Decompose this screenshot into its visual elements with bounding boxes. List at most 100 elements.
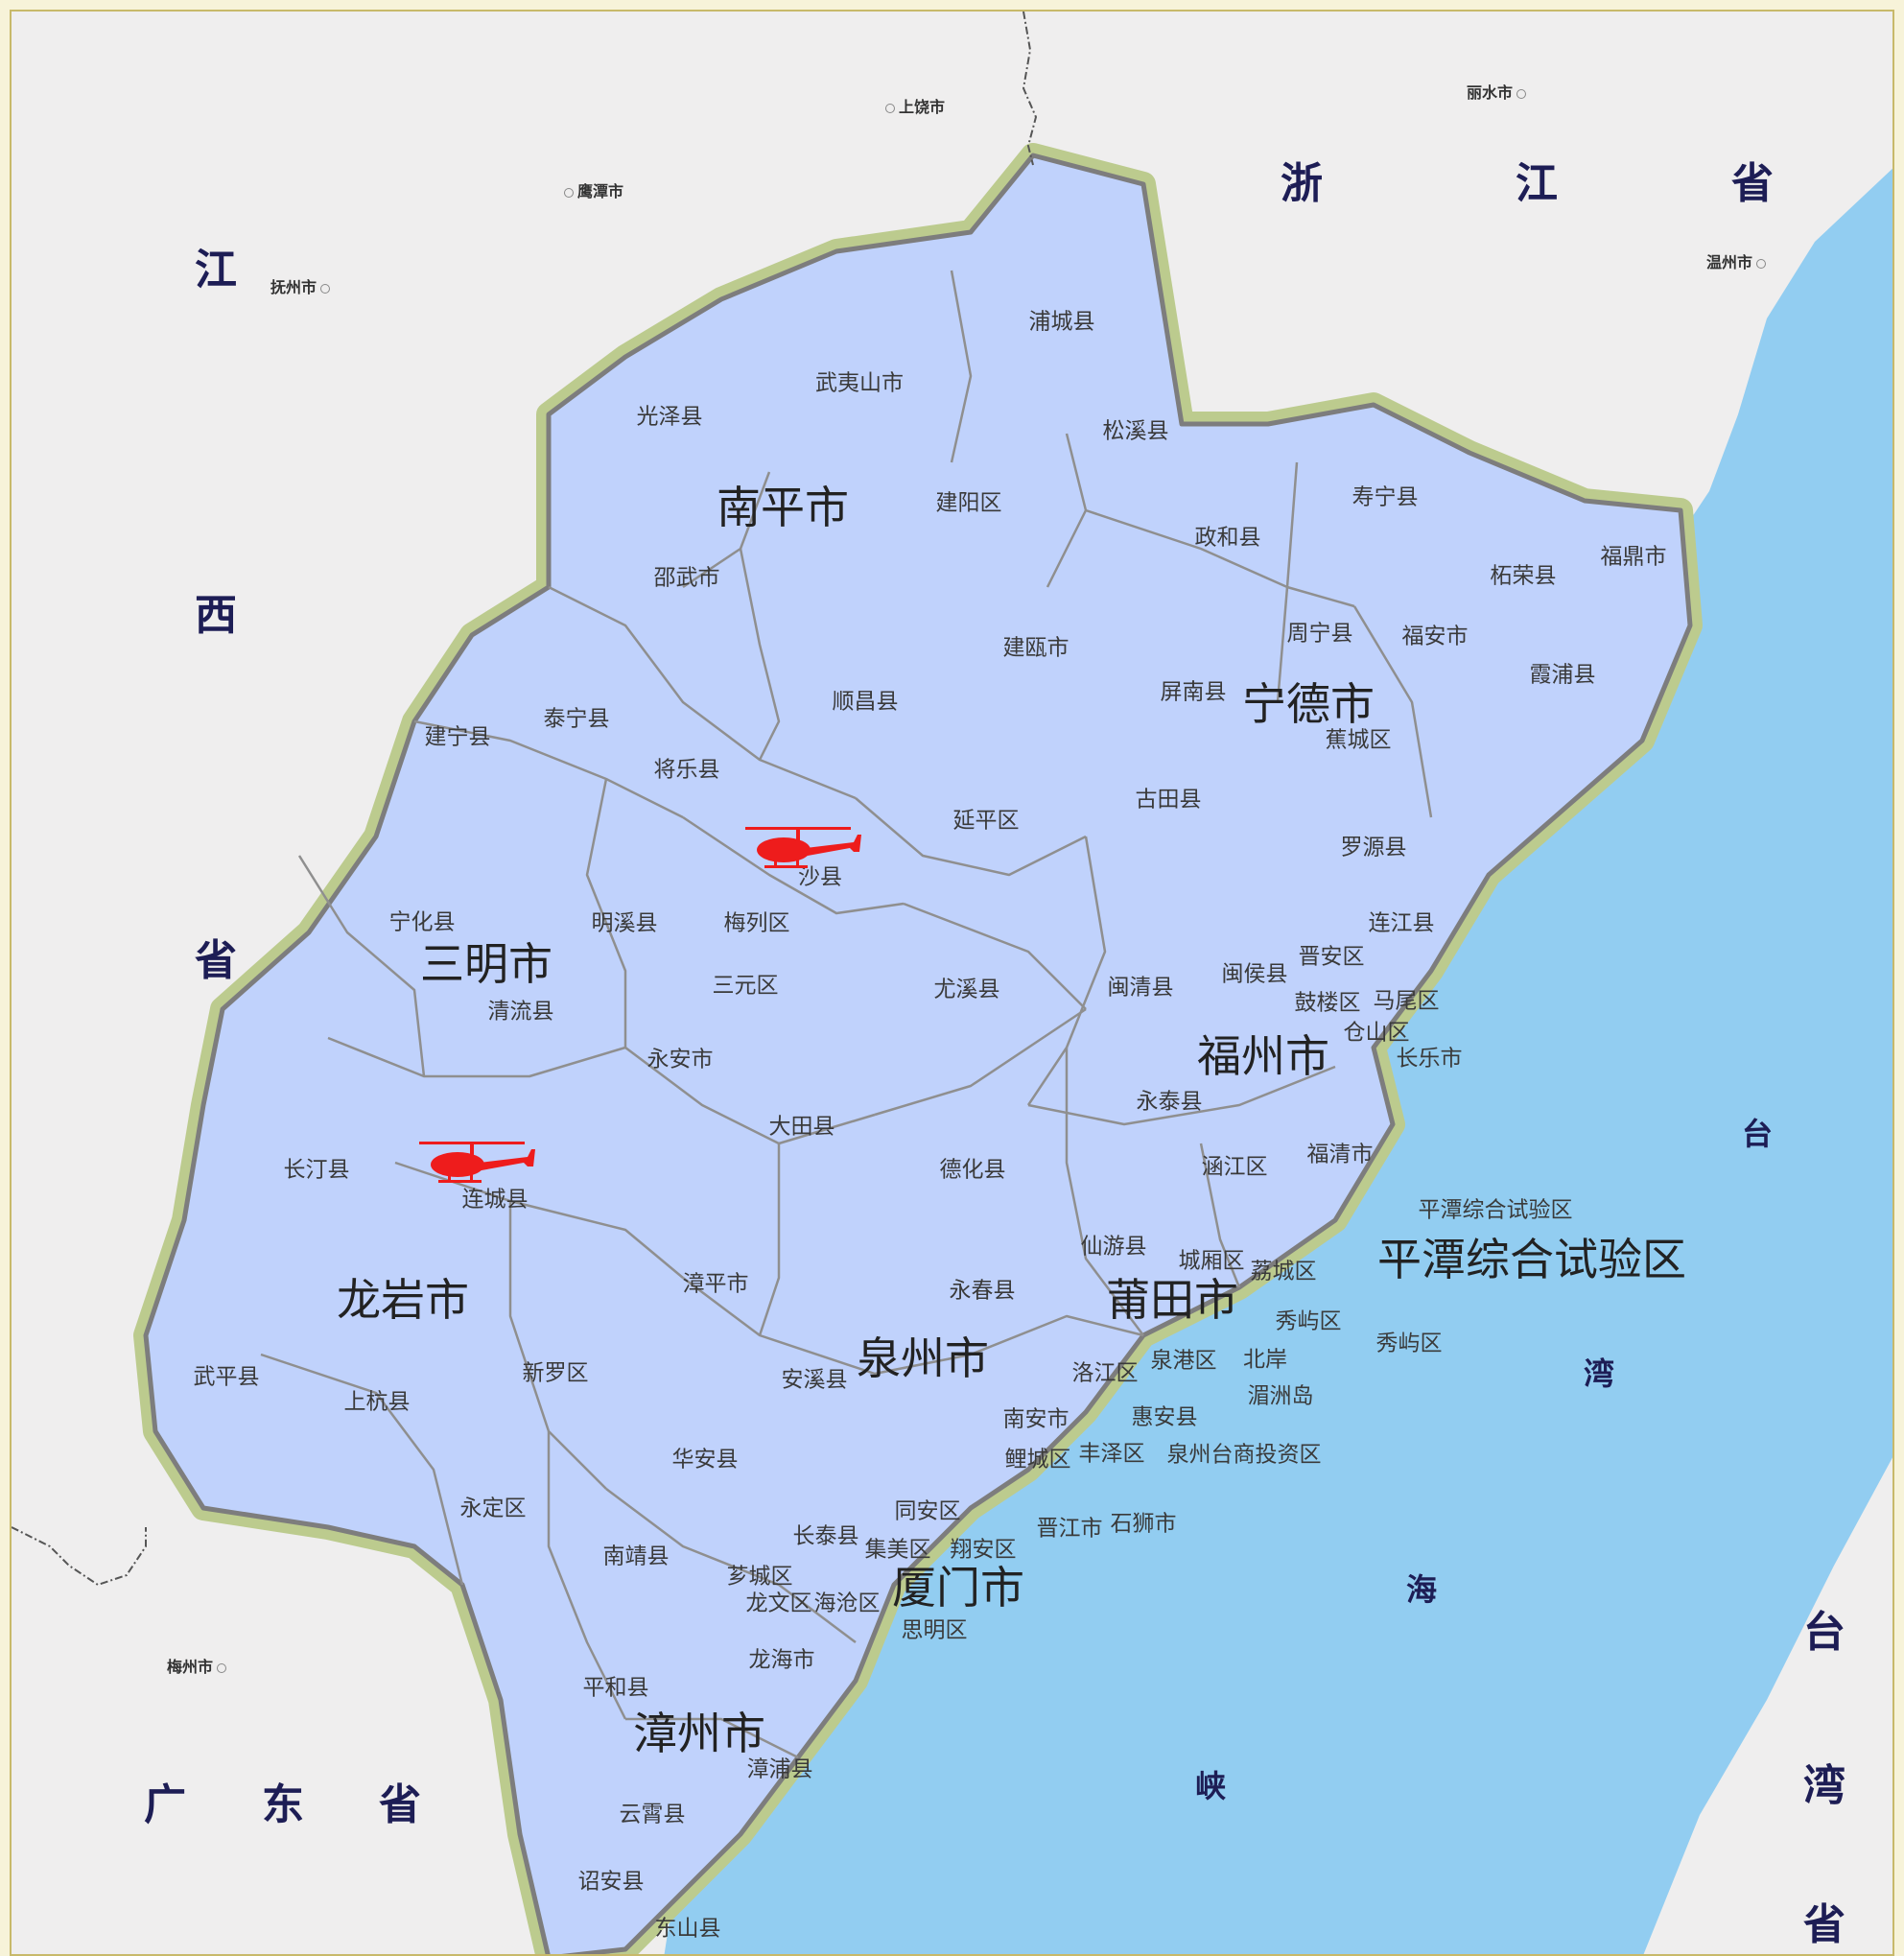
county-label[interactable]: 邵武市 <box>653 565 720 591</box>
county-label[interactable]: 翔安区 <box>950 1537 1017 1563</box>
county-label[interactable]: 洛江区 <box>1071 1360 1139 1386</box>
county-label[interactable]: 南靖县 <box>602 1544 670 1569</box>
county-label[interactable]: 永定区 <box>459 1496 527 1521</box>
county-label[interactable]: 仓山区 <box>1343 1020 1410 1046</box>
county-label[interactable]: 惠安县 <box>1131 1404 1198 1430</box>
county-label[interactable]: 宁化县 <box>388 909 456 935</box>
county-label[interactable]: 龙文区 <box>745 1591 812 1616</box>
county-label[interactable]: 新罗区 <box>522 1360 589 1386</box>
county-label[interactable]: 霞浦县 <box>1529 662 1596 688</box>
county-label[interactable]: 三元区 <box>712 973 779 999</box>
city-label[interactable]: 龙岩市 <box>337 1274 469 1326</box>
county-label[interactable]: 晋江市 <box>1036 1516 1103 1542</box>
county-label[interactable]: 丰泽区 <box>1078 1441 1145 1467</box>
county-label[interactable]: 泉州台商投资区 <box>1166 1442 1322 1468</box>
county-label[interactable]: 顺昌县 <box>832 689 899 715</box>
county-label[interactable]: 屏南县 <box>1160 679 1227 705</box>
city-label[interactable]: 莆田市 <box>1106 1274 1238 1326</box>
county-label[interactable]: 秀屿区 <box>1375 1331 1443 1356</box>
county-label[interactable]: 永春县 <box>949 1278 1016 1304</box>
county-label[interactable]: 周宁县 <box>1286 621 1353 647</box>
county-label[interactable]: 武平县 <box>193 1364 260 1390</box>
city-label[interactable]: 三明市 <box>420 938 552 990</box>
county-label[interactable]: 福鼎市 <box>1600 544 1667 570</box>
county-label[interactable]: 石狮市 <box>1110 1511 1177 1537</box>
county-label[interactable]: 闽侯县 <box>1221 961 1288 987</box>
county-label[interactable]: 平潭综合试验区 <box>1418 1197 1573 1223</box>
county-label[interactable]: 闽清县 <box>1107 975 1174 1001</box>
fujian-map[interactable] <box>12 12 1894 1956</box>
county-label[interactable]: 德化县 <box>939 1157 1006 1183</box>
county-label[interactable]: 上杭县 <box>343 1389 411 1415</box>
county-label[interactable]: 涵江区 <box>1201 1154 1268 1180</box>
county-label[interactable]: 光泽县 <box>636 404 703 430</box>
fujian-province[interactable] <box>143 153 1693 1956</box>
county-label[interactable]: 仙游县 <box>1080 1234 1147 1260</box>
county-label[interactable]: 晋安区 <box>1298 944 1365 970</box>
county-label[interactable]: 东山县 <box>654 1916 721 1942</box>
county-label[interactable]: 长汀县 <box>283 1157 350 1183</box>
county-label[interactable]: 长泰县 <box>792 1523 859 1549</box>
county-label[interactable]: 连江县 <box>1368 910 1435 936</box>
county-label[interactable]: 蕉城区 <box>1325 727 1392 753</box>
county-label[interactable]: 武夷山市 <box>815 370 904 396</box>
county-label[interactable]: 漳浦县 <box>746 1756 813 1782</box>
county-label[interactable]: 浦城县 <box>1028 309 1095 335</box>
city-label[interactable]: 泉州市 <box>857 1332 989 1384</box>
county-label[interactable]: 同安区 <box>894 1498 961 1524</box>
county-label[interactable]: 建瓯市 <box>1002 635 1070 661</box>
county-label[interactable]: 建阳区 <box>935 490 1002 516</box>
county-label[interactable]: 柘荣县 <box>1490 563 1557 589</box>
city-label[interactable]: 漳州市 <box>633 1708 765 1759</box>
county-label[interactable]: 延平区 <box>952 808 1020 834</box>
city-label[interactable]: 厦门市 <box>892 1562 1024 1614</box>
county-label[interactable]: 北岸 <box>1243 1347 1287 1373</box>
county-border-20 <box>605 1488 857 1643</box>
county-label[interactable]: 罗源县 <box>1340 835 1407 860</box>
county-label[interactable]: 梅列区 <box>723 910 790 936</box>
county-label[interactable]: 荔城区 <box>1250 1259 1317 1284</box>
county-label[interactable]: 马尾区 <box>1373 988 1440 1014</box>
county-label[interactable]: 将乐县 <box>653 757 720 783</box>
county-label[interactable]: 松溪县 <box>1102 418 1169 444</box>
county-label[interactable]: 平和县 <box>582 1675 649 1701</box>
county-label[interactable]: 古田县 <box>1135 787 1202 813</box>
county-label[interactable]: 寿宁县 <box>1352 484 1419 510</box>
county-label[interactable]: 建宁县 <box>424 724 491 750</box>
county-label[interactable]: 思明区 <box>901 1617 968 1643</box>
county-label[interactable]: 大田县 <box>768 1114 835 1140</box>
city-label[interactable]: 南平市 <box>717 482 849 533</box>
county-label[interactable]: 永泰县 <box>1136 1089 1203 1115</box>
county-label[interactable]: 尤溪县 <box>933 977 1000 1002</box>
county-label[interactable]: 城厢区 <box>1178 1248 1245 1274</box>
county-label[interactable]: 沙县 <box>798 864 842 890</box>
county-label[interactable]: 华安县 <box>671 1447 739 1473</box>
county-label[interactable]: 泰宁县 <box>543 706 610 732</box>
city-label[interactable]: 福州市 <box>1197 1030 1329 1082</box>
county-label[interactable]: 秀屿区 <box>1275 1308 1342 1334</box>
county-label[interactable]: 福安市 <box>1401 624 1469 649</box>
county-label[interactable]: 南安市 <box>1002 1406 1070 1432</box>
city-label[interactable]: 宁德市 <box>1242 678 1375 730</box>
county-label[interactable]: 福清市 <box>1306 1142 1374 1167</box>
county-label[interactable]: 芗城区 <box>726 1564 793 1590</box>
county-label[interactable]: 长乐市 <box>1396 1046 1463 1072</box>
county-label[interactable]: 集美区 <box>864 1537 931 1563</box>
county-label[interactable]: 诏安县 <box>577 1869 645 1895</box>
county-label[interactable]: 安溪县 <box>781 1367 848 1393</box>
county-label[interactable]: 泉港区 <box>1150 1348 1217 1374</box>
county-label[interactable]: 明溪县 <box>591 910 658 936</box>
county-label[interactable]: 湄洲岛 <box>1247 1383 1314 1409</box>
county-label[interactable]: 海沧区 <box>813 1591 881 1616</box>
county-label[interactable]: 龙海市 <box>748 1647 815 1673</box>
sea-label: 湾 <box>1583 1355 1615 1392</box>
county-label[interactable]: 漳平市 <box>682 1271 749 1297</box>
county-label[interactable]: 鼓楼区 <box>1294 990 1361 1016</box>
city-label[interactable]: 平潭综合试验区 <box>1377 1234 1686 1285</box>
county-label[interactable]: 云霄县 <box>619 1802 686 1827</box>
county-label[interactable]: 政和县 <box>1194 525 1261 551</box>
county-label[interactable]: 清流县 <box>487 999 554 1025</box>
county-label[interactable]: 鲤城区 <box>1004 1447 1071 1473</box>
county-label[interactable]: 永安市 <box>646 1047 714 1072</box>
county-label[interactable]: 连城县 <box>461 1187 529 1213</box>
